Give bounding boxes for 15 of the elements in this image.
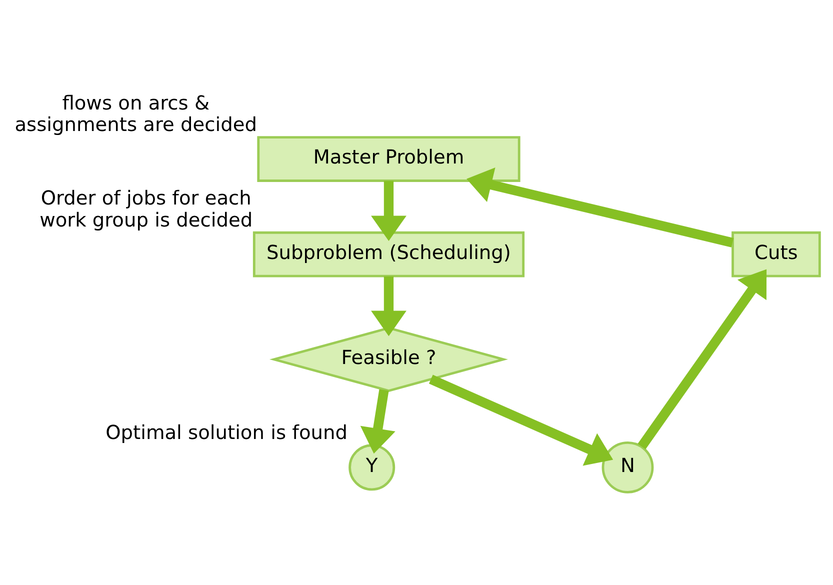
arrow bbox=[371, 276, 406, 336]
node-label: flows on arcs & assignments are decided bbox=[14, 90, 257, 136]
arrow bbox=[466, 167, 734, 247]
arrow bbox=[638, 268, 767, 449]
node-box: Master Problem bbox=[257, 136, 520, 182]
node-diamond: Feasible ? bbox=[270, 326, 508, 392]
node-box: Cuts bbox=[732, 230, 821, 277]
arrow bbox=[360, 388, 396, 454]
node-box: Subproblem (Scheduling) bbox=[252, 230, 525, 277]
node-label: Order of jobs for each work group is decided bbox=[40, 186, 253, 231]
node-circle: N bbox=[602, 440, 654, 493]
arrow bbox=[428, 374, 614, 466]
node-circle: Y bbox=[348, 444, 396, 490]
node-label: Optimal solution is found bbox=[106, 420, 348, 444]
arrow bbox=[371, 180, 406, 240]
